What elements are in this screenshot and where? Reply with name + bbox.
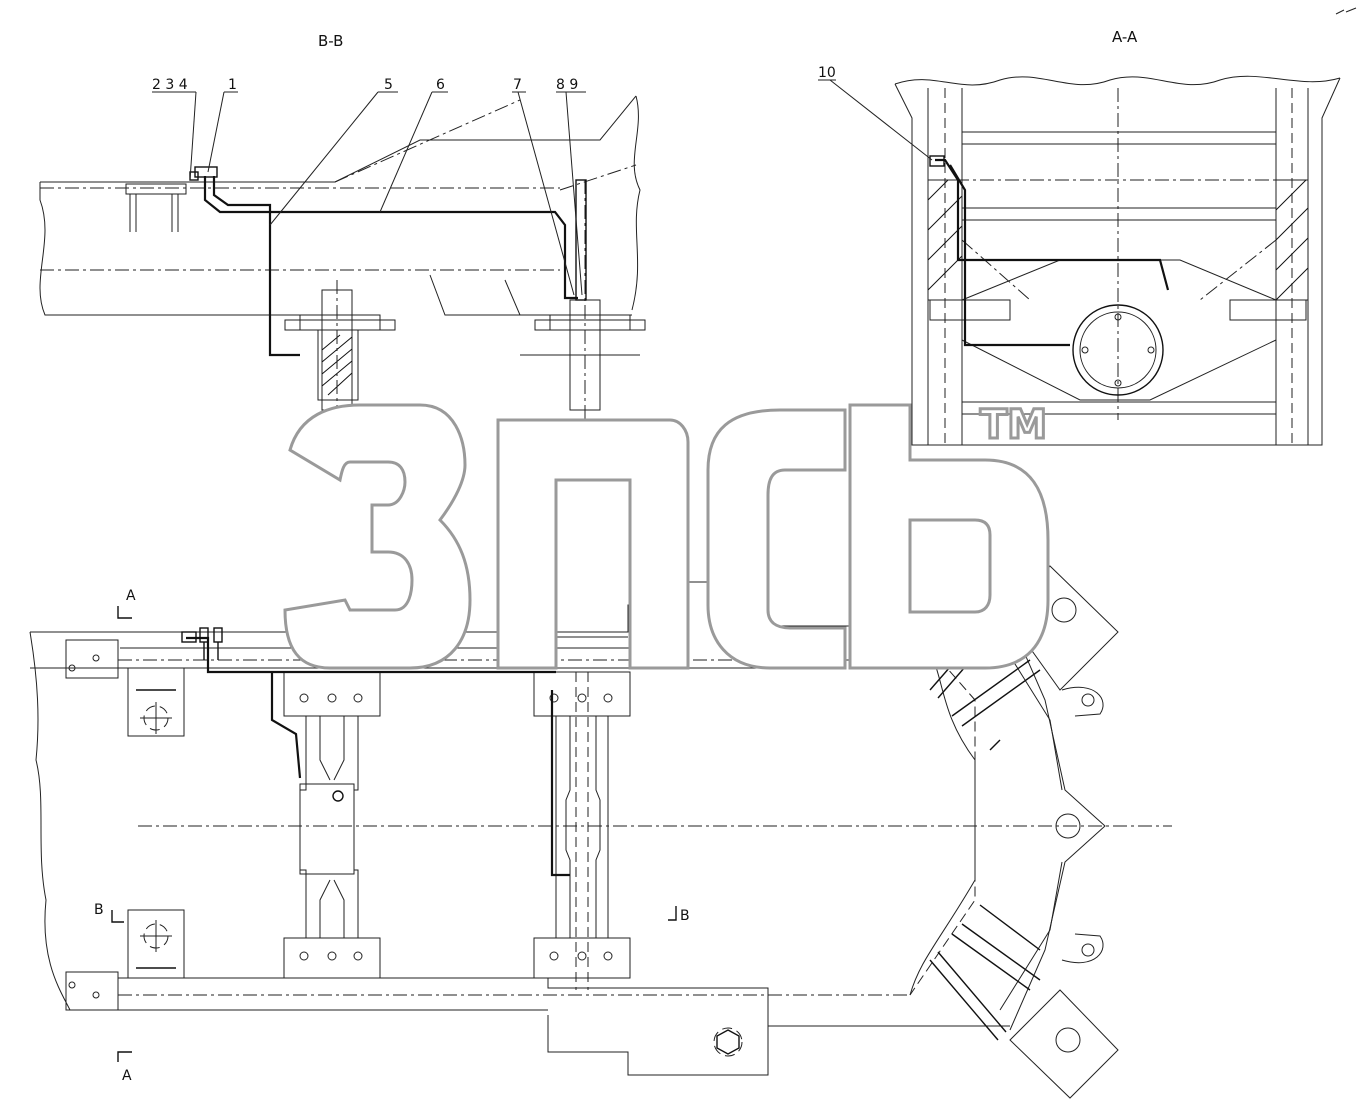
cut-mark-a-top: A	[126, 588, 136, 604]
callout-1: 1	[228, 77, 237, 93]
cut-mark-b-left: B	[94, 902, 104, 918]
callout-2-3-4: 2 3 4	[152, 77, 188, 93]
section-aa-view: A-A	[818, 28, 1341, 446]
callout-leader-10: 10	[818, 65, 933, 161]
callout-10: 10	[818, 65, 836, 81]
callout-8-9: 8 9	[556, 77, 578, 93]
section-aa-title: A-A	[1112, 28, 1138, 46]
section-bb-title: B-B	[318, 32, 343, 50]
callout-6: 6	[436, 77, 445, 93]
watermark-tm: TM	[980, 402, 1047, 448]
cut-marks: A A B B	[94, 588, 690, 1084]
callout-leaders-bb: 2 3 4 1 5 6 7 8 9	[152, 77, 586, 296]
cut-mark-b-right: B	[680, 908, 690, 924]
cut-mark-a-bottom: A	[122, 1068, 132, 1084]
callout-5: 5	[384, 77, 393, 93]
callout-7: 7	[513, 77, 522, 93]
corner-mark	[1335, 7, 1357, 15]
section-bb-view: B-B	[39, 32, 646, 430]
watermark-logo: TM	[283, 401, 1050, 670]
